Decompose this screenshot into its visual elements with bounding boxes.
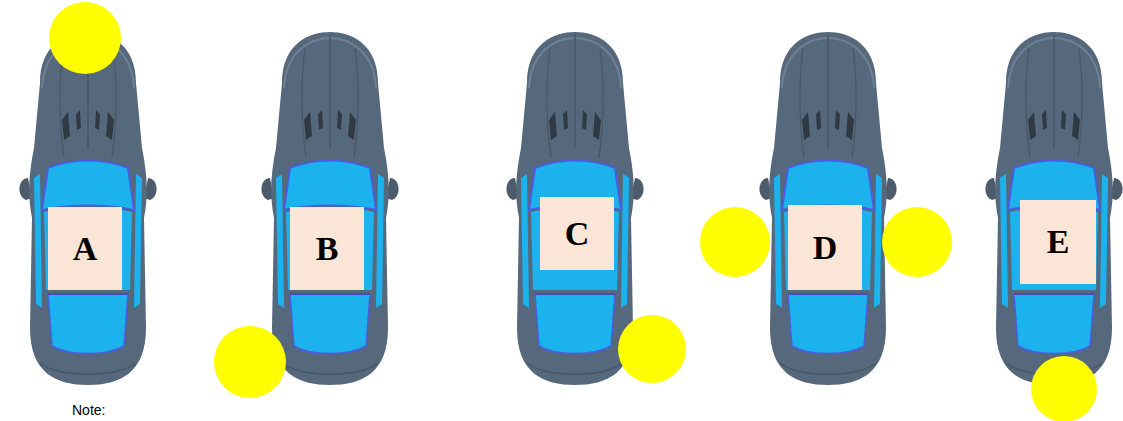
car-letter: D xyxy=(813,231,838,265)
yellow-marker xyxy=(618,315,686,383)
car xyxy=(19,32,156,385)
car xyxy=(985,32,1122,385)
label-box: D xyxy=(788,205,862,290)
car xyxy=(759,32,896,385)
car xyxy=(506,32,643,385)
label-box: B xyxy=(290,207,364,290)
yellow-marker xyxy=(1031,356,1097,421)
car-letter: E xyxy=(1047,225,1070,259)
car-letter: A xyxy=(73,232,98,266)
car xyxy=(261,32,398,385)
yellow-marker xyxy=(49,2,121,74)
yellow-marker xyxy=(214,326,286,398)
yellow-marker xyxy=(700,207,770,277)
car-letter: C xyxy=(565,217,590,251)
note-label: Note: xyxy=(72,402,105,418)
label-box: E xyxy=(1020,200,1096,284)
label-box: C xyxy=(540,197,614,270)
yellow-marker xyxy=(882,207,952,277)
car-letter: B xyxy=(316,232,339,266)
label-box: A xyxy=(48,207,122,290)
